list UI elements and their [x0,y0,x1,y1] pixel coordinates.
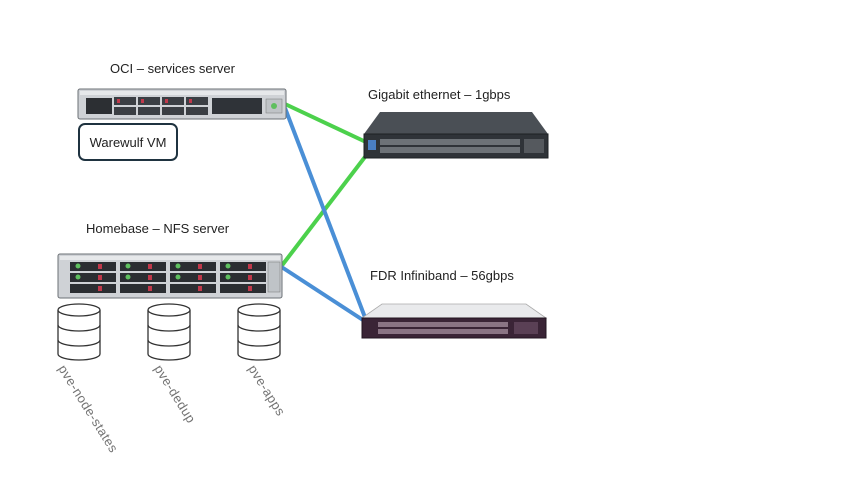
database-icon [57,303,101,361]
homebase-server [57,253,283,299]
homebase-to-infiniband-link [278,264,368,324]
infiniband-switch-label: FDR Infiniband – 56gbps [370,268,514,283]
oci-to-gigabit-link [284,102,369,145]
warewulf-vm-label: Warewulf VM [89,134,167,150]
database-icon [237,303,281,361]
oci-to-infiniband-link [283,107,368,321]
database-icon [147,303,191,361]
gigabit-switch-label: Gigabit ethernet – 1gbps [368,87,511,102]
gigabit-ethernet-switch [363,112,549,159]
volume-icons [57,303,281,361]
oci-server-label: OCI – services server [110,61,236,76]
infiniband-links [278,107,368,324]
homebase-server-label: Homebase – NFS server [86,221,230,236]
warewulf-vm-box: Warewulf VM [78,123,178,161]
infiniband-switch [360,303,548,339]
oci-server [77,88,287,120]
